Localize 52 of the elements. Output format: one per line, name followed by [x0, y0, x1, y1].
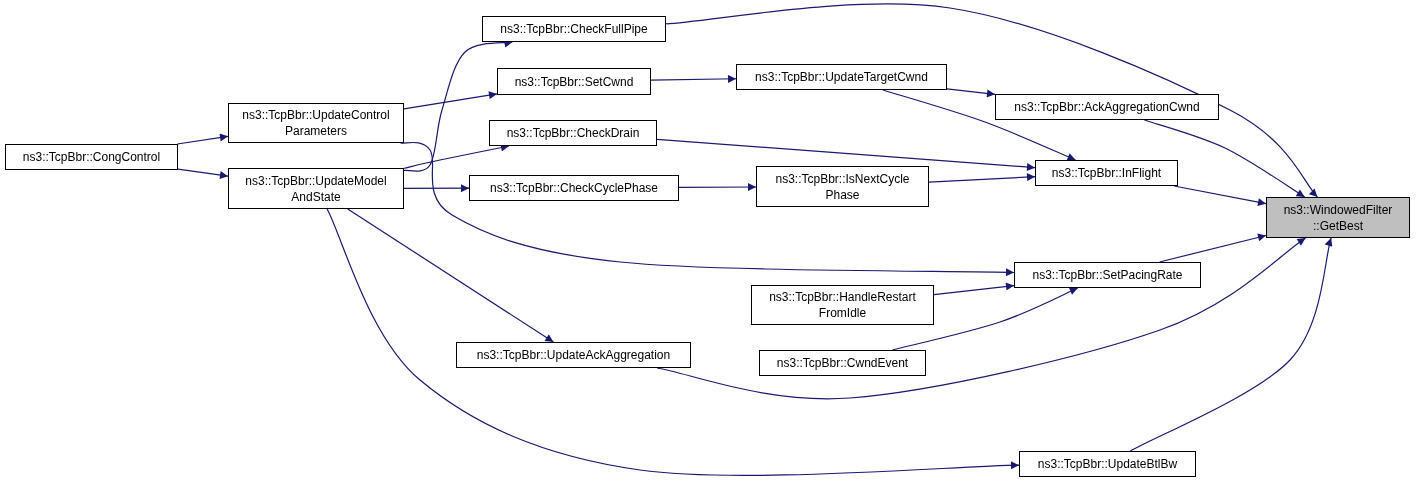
function-box — [5, 144, 178, 170]
function-name: ns3::TcpBbr::AckAggregationCwnd — [1014, 99, 1200, 115]
function-box — [1014, 262, 1201, 288]
function-box — [456, 342, 691, 368]
function-box — [1035, 160, 1178, 186]
call-arrow — [656, 138, 1036, 172]
function-name: ns3::TcpBbr::UpdateBtlBw — [1037, 456, 1178, 472]
function-name: ns3::TcpBbr::CheckDrain — [506, 125, 640, 141]
function-box — [756, 166, 929, 207]
function-name: ns3::TcpBbr::CongControl — [22, 149, 161, 165]
function-name: ns3::TcpBbr::UpdateAckAggregation — [476, 347, 671, 363]
call-arrow — [403, 184, 470, 193]
function-box — [228, 103, 404, 143]
call-arrow — [403, 91, 498, 110]
function-name: ns3::TcpBbr::UpdateControl Parameters — [241, 107, 391, 139]
function-name: ns3::TcpBbr::UpdateModel AndState — [244, 172, 388, 205]
function-name: ns3::TcpBbr::CheckFullPipe — [500, 21, 648, 37]
function-name: ns3::TcpBbr::UpdateTargetCwnd — [755, 69, 928, 85]
call-arrow — [928, 173, 1036, 183]
call-arrow — [1159, 233, 1267, 263]
call-arrow — [326, 208, 1020, 476]
function-box — [995, 94, 1219, 120]
function-name: ns3::TcpBbr::SetCwnd — [514, 73, 634, 90]
function-name: ns3::WindowedFilter ::GetBest — [1282, 201, 1394, 234]
call-arrow — [650, 74, 737, 83]
function-box — [497, 68, 651, 95]
function-name: ns3::TcpBbr::SetPacingRate — [1032, 267, 1183, 283]
function-box — [469, 175, 679, 201]
function-name: ns3::TcpBbr::CwndEvent — [776, 355, 909, 371]
function-box — [751, 285, 934, 325]
call-arrow — [1129, 237, 1333, 452]
function-box — [228, 168, 404, 209]
function-box — [489, 120, 657, 146]
function-box — [1266, 197, 1410, 238]
function-name: ns3::TcpBbr::IsNextCycle Phase — [774, 170, 911, 203]
function-box — [759, 350, 926, 376]
function-box — [482, 16, 666, 42]
function-name: ns3::TcpBbr::InFlight — [1051, 165, 1162, 181]
call-arrow — [347, 208, 554, 343]
call-arrow — [1143, 119, 1306, 198]
call-arrow — [882, 89, 1077, 161]
function-box — [736, 64, 947, 90]
function-name: ns3::TcpBbr::CheckCyclePhase — [489, 180, 659, 196]
call-arrow — [665, 3, 1318, 198]
call-arrow — [946, 88, 996, 98]
function-box — [1019, 451, 1196, 477]
call-arrow — [891, 287, 1079, 351]
call-arrow — [678, 183, 757, 192]
call-arrow — [177, 168, 229, 179]
call-arrow — [933, 282, 1015, 296]
function-name: ns3::TcpBbr::HandleRestart FromIdle — [768, 289, 917, 321]
call-arrow — [176, 133, 229, 145]
